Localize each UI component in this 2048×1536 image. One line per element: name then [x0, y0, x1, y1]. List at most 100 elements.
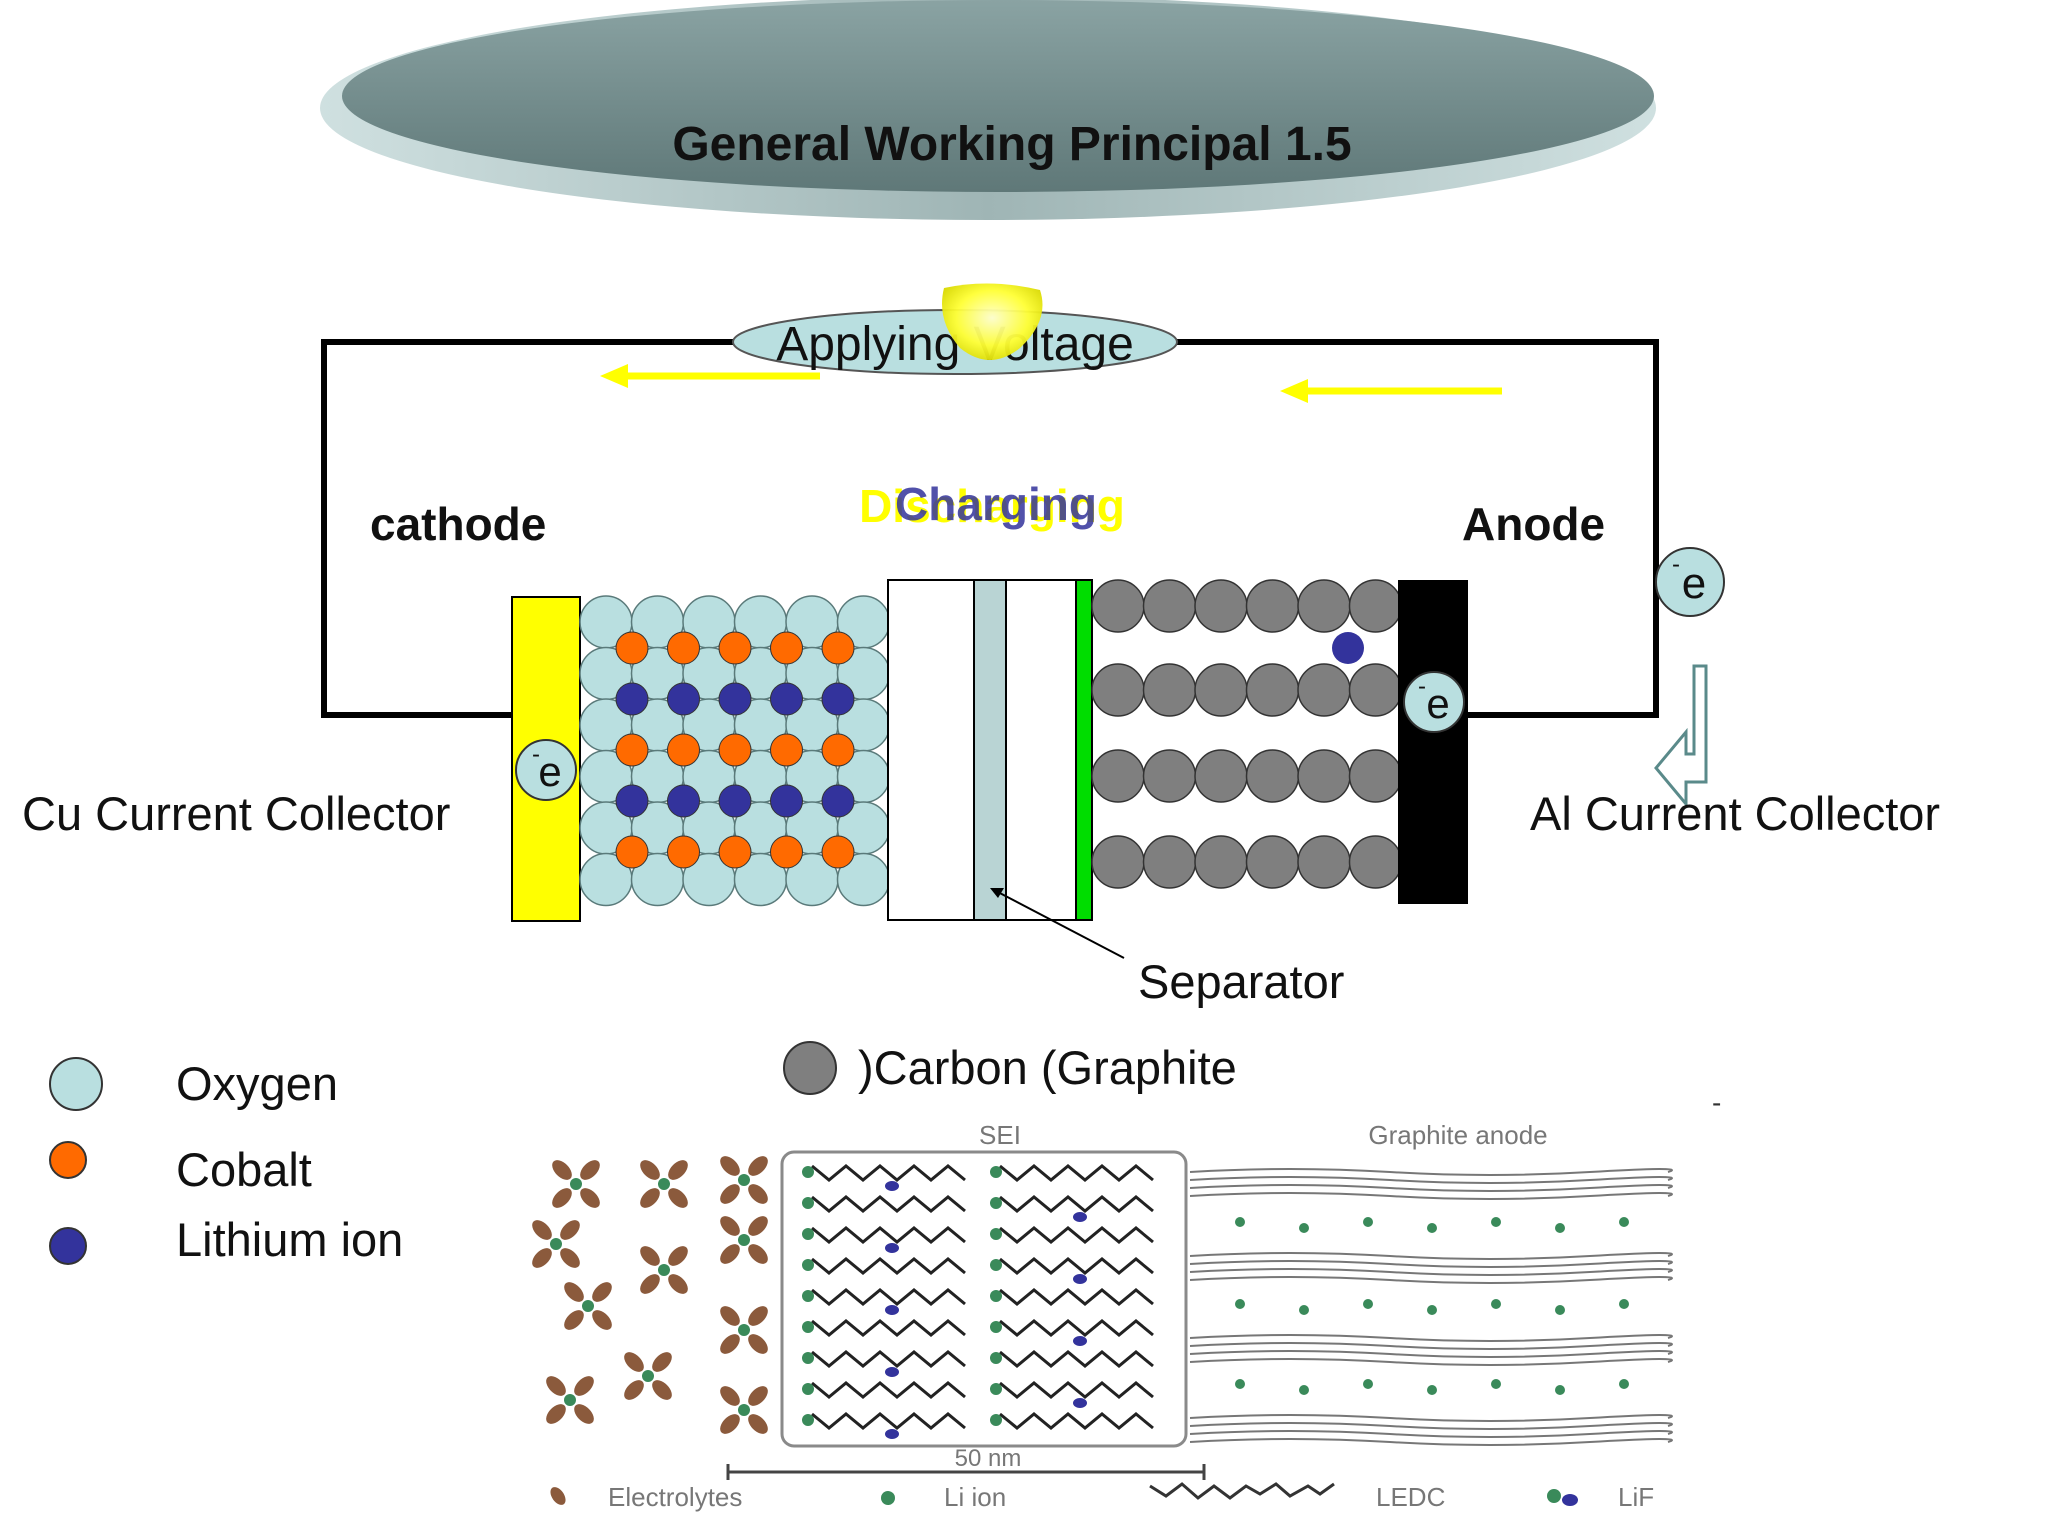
electron-badge-cathode: - e [515, 739, 577, 801]
separator-label: Separator [1138, 955, 1344, 1008]
li-ion-dot [990, 1414, 1002, 1426]
electrolyte-lobe [640, 1188, 660, 1208]
li-ion-dot [990, 1228, 1002, 1240]
carbon-atom [1297, 749, 1351, 803]
electrolyte-lobe [748, 1184, 768, 1204]
electrolyte-lobe [624, 1380, 644, 1400]
electrolyte-core [738, 1174, 750, 1186]
legend-carbon-swatch [783, 1041, 837, 1095]
title-ellipse [342, 0, 1654, 192]
electrolyte-core [582, 1300, 594, 1312]
graphene-layer [1189, 1350, 1673, 1358]
electron-symbol: e [1426, 680, 1449, 727]
cobalt-atom [718, 733, 752, 767]
intercalated-li-dot [1619, 1299, 1629, 1309]
electron-icon [1655, 547, 1725, 617]
separator-leader-arrowhead [990, 888, 1004, 898]
legend-lithium-swatch [49, 1227, 87, 1265]
sei-layer-strip [1075, 579, 1093, 921]
electrolyte-lobe [560, 1220, 580, 1240]
intercalated-li-dot [1555, 1223, 1565, 1233]
li-ion-dot [802, 1414, 814, 1426]
legend-cobalt-swatch [49, 1141, 87, 1179]
carbon-atom [1297, 835, 1351, 889]
ledc-legend-icon [1149, 1482, 1335, 1500]
intercalated-lithium-ion [1332, 632, 1364, 664]
intercalated-li-dot [1299, 1305, 1309, 1315]
cobalt-atom [615, 631, 649, 665]
voltage-source: Applying Voltage [732, 283, 1178, 375]
electrolyte-lobe [720, 1414, 740, 1434]
ledc-chain [999, 1288, 1154, 1306]
intercalated-li-dot [1555, 1385, 1565, 1395]
carbon-atom [1245, 835, 1300, 889]
lif-cluster [1073, 1398, 1087, 1408]
stray-mark: - [1712, 1087, 1721, 1118]
electrolyte-lobe [564, 1282, 584, 1302]
carbon-atom [1142, 749, 1197, 803]
electron-badge-anode: - e [1403, 671, 1465, 733]
graphene-layer [1189, 1260, 1673, 1268]
legend-oxygen-label: Oxygen [176, 1057, 338, 1110]
legend-cobalt-label: Cobalt [176, 1143, 312, 1196]
carbon-atom [1091, 579, 1145, 633]
li-ion-dot [990, 1383, 1002, 1395]
electrolyte-molecule [624, 1352, 672, 1400]
electrolyte-lobe [546, 1404, 566, 1424]
carbon-atom [1297, 579, 1351, 633]
ledc-chain [999, 1381, 1154, 1399]
lif-legend-icon [1547, 1489, 1561, 1503]
electrolyte-cell [887, 579, 1093, 921]
electrolyte-lobe [668, 1160, 688, 1180]
intercalated-li-dot [1235, 1299, 1245, 1309]
electron-flow-arrow-icon [1654, 664, 1708, 809]
ledc-chain [811, 1319, 966, 1337]
lif-cluster [885, 1243, 899, 1253]
graphene-layer [1189, 1438, 1673, 1446]
cathode-lattice [579, 595, 891, 907]
cobalt-atom [718, 631, 752, 665]
electrolyte-lobe [624, 1352, 644, 1372]
cobalt-atom [821, 733, 855, 767]
anode-label: Anode [1462, 498, 1605, 550]
lithium-atom [770, 784, 803, 818]
lif-cluster [1073, 1212, 1087, 1222]
carbon-atom [1348, 749, 1403, 803]
cobalt-atom [718, 835, 752, 869]
electrolyte-lobe [748, 1244, 768, 1264]
lif-cluster [885, 1429, 899, 1439]
carbon-atom [1142, 663, 1197, 717]
li-ion-dot [802, 1383, 814, 1395]
electrolyte-lobe [592, 1310, 612, 1330]
li-ion-dot [990, 1352, 1002, 1364]
intercalated-li-dot [1427, 1223, 1437, 1233]
carbon-atom [1194, 579, 1248, 633]
ledc-chain [999, 1195, 1154, 1213]
wire-right [1174, 339, 1659, 718]
li-ion-legend-icon [881, 1491, 895, 1505]
li-ion-dot [802, 1228, 814, 1240]
electrolyte-lobe [580, 1160, 600, 1180]
lithium-atom [667, 682, 700, 716]
cobalt-atom [821, 631, 855, 665]
carbon-atom [1348, 835, 1403, 889]
electrolyte-core [570, 1178, 582, 1190]
electrolyte-lobe [560, 1248, 580, 1268]
electrolyte-lobe [720, 1386, 740, 1406]
intercalated-li-dot [1491, 1299, 1501, 1309]
electron-icon [1403, 671, 1465, 733]
al-collector-label: Al Current Collector [1530, 787, 1940, 840]
ledc-chain [811, 1195, 966, 1213]
electrolyte-lobe [574, 1404, 594, 1424]
lif-cluster [885, 1181, 899, 1191]
lif-cluster [885, 1367, 899, 1377]
electrolyte-lobe [748, 1156, 768, 1176]
inset-legend-lif: LiF [1618, 1482, 1654, 1512]
circuit-wire [321, 339, 1659, 718]
ledc-chain [811, 1164, 966, 1182]
separator-membrane [973, 579, 1007, 921]
electrolyte-lobe [720, 1334, 740, 1354]
ledc-chain [811, 1226, 966, 1244]
carbon-atom [1348, 663, 1403, 717]
